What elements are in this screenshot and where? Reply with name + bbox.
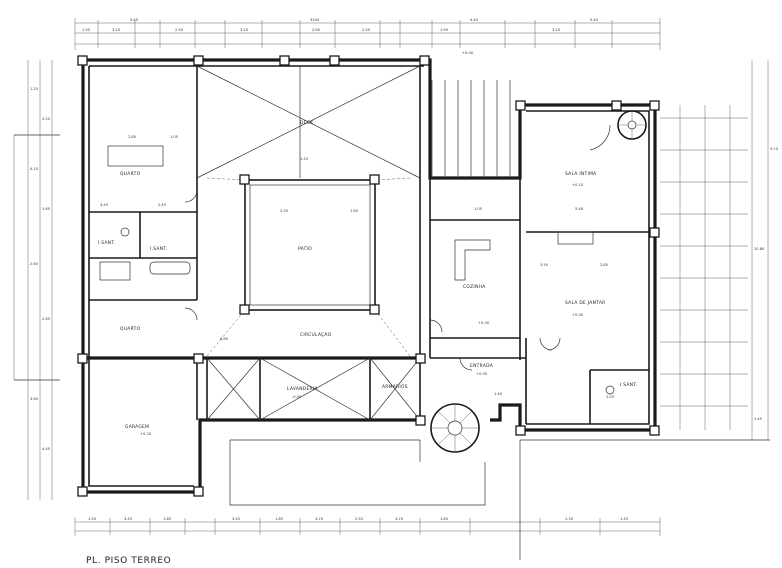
room-label-armarios: ARMARIOS [382, 384, 408, 390]
dim-right-3: 9.10 [770, 147, 779, 151]
inner-dim-6: 1.80 [350, 209, 359, 213]
dim-left-1: 1.25 [30, 87, 38, 91]
level-5: +0.10 [572, 183, 584, 187]
bed-outline [107, 145, 164, 167]
top-dimension-lines: 5.45 3100 4.45 5.45 1.95 3.20 2.50 3.20 … [74, 18, 661, 50]
dim-bottom-4: 3.45 [232, 517, 240, 521]
level-4: +0.00 [478, 321, 490, 325]
drawing-title: PL. PISO TERREO [86, 556, 171, 566]
dim-top-12: 3.20 [552, 28, 561, 32]
room-label-isant-b: I.SANT. [150, 246, 168, 252]
spiral-stair-bottom [430, 403, 480, 453]
inner-dim-14: 2.05 [606, 395, 614, 399]
pillars [77, 55, 660, 497]
dim-top-2: 3100 [310, 18, 320, 22]
dim-top-1: 5.45 [130, 18, 138, 22]
kitchen-counter [454, 231, 594, 281]
room-label-garagem: GARAGEM [125, 424, 149, 430]
level-2: +0.20 [140, 432, 152, 436]
inner-dim-4: 2.45 [158, 203, 166, 207]
patio [206, 177, 411, 357]
dim-top-8: 3.20 [240, 28, 249, 32]
terrace-outline [229, 439, 770, 560]
deck-diagonals [196, 65, 421, 179]
dim-top-6: 3.20 [112, 28, 121, 32]
inner-dim-9: 5.48 [575, 207, 584, 211]
inner-dim-7: 1.20 [300, 157, 309, 161]
exterior-walls [81, 58, 657, 494]
door-swings [184, 124, 611, 371]
dim-top-9: 2.65 [312, 28, 320, 32]
inner-dim-10: 3.50 [540, 263, 549, 267]
dim-top-10: 2.50 [362, 28, 371, 32]
room-label-sala-jantar: SALA DE JANTAR [565, 300, 605, 306]
dim-bottom-5: 1.85 [275, 517, 283, 521]
dim-left-5: 2.65 [30, 262, 38, 266]
room-label-quarto-mid: QUARTO [120, 326, 141, 332]
dim-top-4: 5.45 [590, 18, 598, 22]
right-dimension-lines: 10.80 1.45 9.10 [751, 60, 779, 440]
dim-bottom-1: 1.50 [88, 517, 97, 521]
inner-dim-2: 1.05 [170, 135, 178, 139]
level-1: +0.00 [462, 51, 474, 55]
dim-left-6: 2.85 [42, 317, 50, 321]
room-label-lavanderia: LAVANDERIA [287, 386, 318, 392]
room-label-quarto-top: QUARTO [120, 171, 141, 177]
dim-bottom-6: 3.20 [315, 517, 324, 521]
dim-left-3: 4.10 [30, 167, 39, 171]
room-label-deck: DECK [300, 120, 313, 126]
dim-bottom-7: 2.50 [355, 517, 364, 521]
bottom-dimension-lines: 1.50 3.45 1.60 3.45 1.85 3.20 2.50 3.20 … [74, 517, 661, 536]
inner-dim-12: 1.05 [474, 207, 482, 211]
level-7: +0.05 [476, 372, 487, 376]
level-3: -0.05 [292, 395, 301, 399]
inner-dim-13: 1.40 [494, 392, 503, 396]
inner-dim-11: 2.85 [600, 263, 608, 267]
dim-bottom-3: 1.60 [163, 517, 172, 521]
dim-top-11: 1.95 [440, 28, 448, 32]
steps-top [431, 80, 511, 178]
inner-dim-8: 0.80 [220, 337, 229, 341]
dim-left-2: 2.50 [42, 117, 51, 121]
level-6: +0.00 [572, 313, 584, 317]
dim-right-1: 10.80 [754, 247, 765, 251]
dim-right-2: 1.45 [754, 417, 762, 421]
room-label-cozinha: COZINHA [463, 284, 486, 290]
dim-left-8: 4.45 [42, 447, 50, 451]
dim-bottom-2: 3.45 [124, 517, 132, 521]
left-dimension-lines: 1.25 2.50 4.10 1.65 2.65 2.85 3.60 4.45 [13, 60, 60, 500]
inner-dim-5: 2.50 [280, 209, 289, 213]
dim-top-7: 2.50 [175, 28, 184, 32]
room-label-circulacao: CIRCULAÇÃO [300, 331, 332, 338]
dim-left-4: 1.65 [42, 207, 50, 211]
room-label-entrada: ENTRADA [470, 363, 493, 369]
pergola-grid [660, 105, 748, 430]
inner-dim-3: 3.45 [100, 203, 108, 207]
bath-fixtures [99, 227, 615, 395]
spiral-stair-top [617, 110, 647, 140]
dim-top-5: 1.95 [82, 28, 90, 32]
room-label-sala-intima: SALA INTIMA [565, 171, 596, 177]
dim-top-3: 4.45 [470, 18, 478, 22]
interior-walls [83, 66, 649, 424]
dim-bottom-11: 1.45 [620, 517, 628, 521]
dim-bottom-9: 1.85 [440, 517, 448, 521]
room-label-patio: PATIO [298, 246, 312, 252]
dim-bottom-8: 3.20 [395, 517, 404, 521]
room-label-isant-a: I.SANT. [98, 240, 116, 246]
inner-dim-1: 2.80 [128, 135, 137, 139]
room-label-isant-c: I.SANT. [620, 382, 638, 388]
dim-bottom-10: 2.30 [565, 517, 574, 521]
lavanderia-diagonals [206, 357, 421, 421]
dim-left-7: 3.60 [30, 397, 39, 401]
